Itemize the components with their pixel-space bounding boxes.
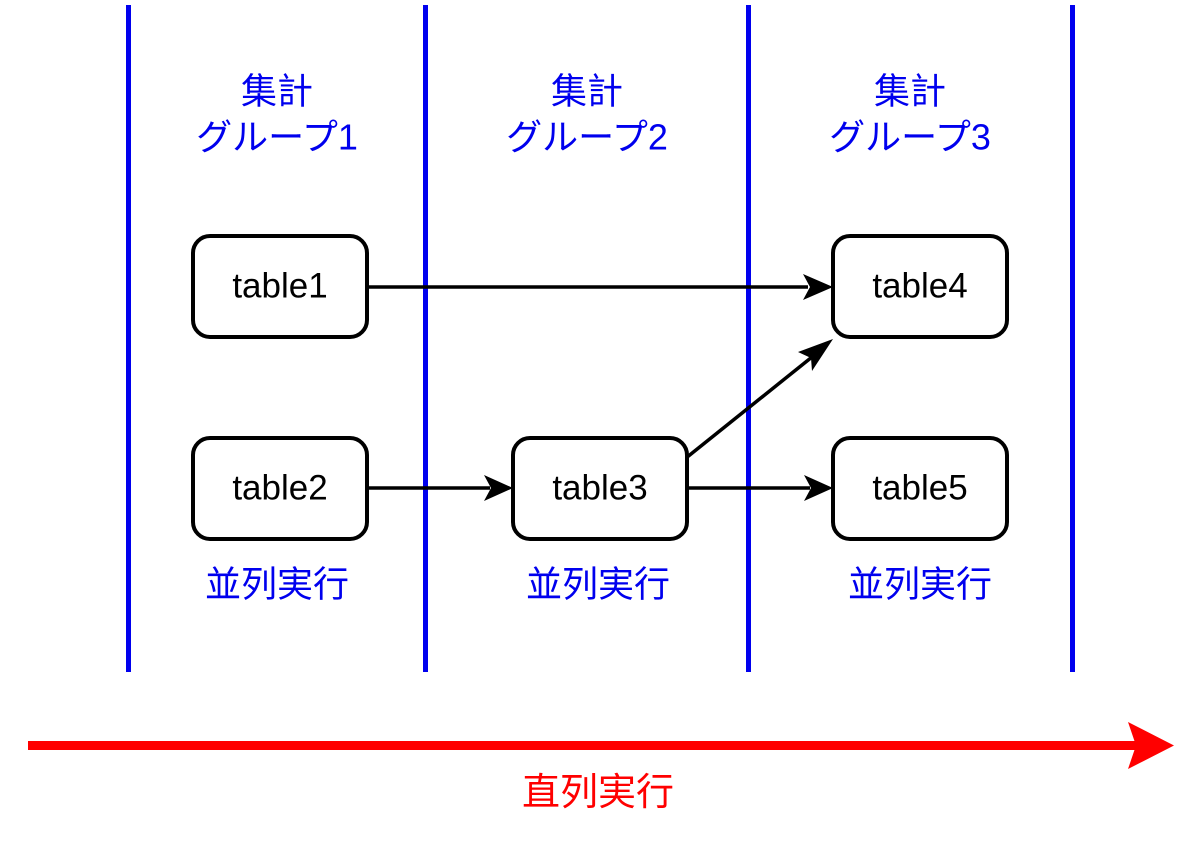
group-title-3-line2: グループ3 (829, 117, 991, 158)
group-title-1-line2: グループ1 (196, 117, 358, 158)
node-table5-label: table5 (872, 468, 967, 507)
node-table1-box (191, 234, 369, 339)
group-title-2-line1: 集計 (551, 71, 623, 112)
node-table3-label: table3 (552, 468, 647, 507)
edge-table2-table3-arrowhead (484, 475, 513, 501)
group-footer-2: 並列実行 (526, 564, 670, 605)
group-footer-3: 並列実行 (848, 564, 992, 605)
node-table4-box (831, 234, 1009, 339)
edge-table3-table5-arrowhead (804, 475, 833, 501)
node-table4-label: table4 (872, 266, 967, 305)
serial-execution-label: 直列実行 (522, 772, 674, 814)
group-footer-1: 並列実行 (205, 564, 349, 605)
serial-arrow-head (1128, 722, 1174, 769)
edge-table1-table4-arrowhead (803, 274, 833, 300)
serial-execution-arrow (28, 722, 1174, 769)
node-table3-box (511, 436, 689, 541)
edge-table3-table4-line (684, 355, 814, 460)
node-table1-label: table1 (232, 266, 327, 305)
group-title-2-line2: グループ2 (506, 117, 668, 158)
node-table2-box (191, 436, 369, 541)
node-table3[interactable]: table3 (511, 436, 689, 541)
node-table5[interactable]: table5 (831, 436, 1009, 541)
group-title-1-line1: 集計 (241, 71, 313, 112)
node-table2-label: table2 (232, 468, 327, 507)
node-table5-box (831, 436, 1009, 541)
edge-table3-table4-arrowhead (798, 339, 833, 371)
node-table4[interactable]: table4 (831, 234, 1009, 339)
node-table2[interactable]: table2 (191, 436, 369, 541)
group-title-3-line1: 集計 (874, 71, 946, 112)
node-table1[interactable]: table1 (191, 234, 369, 339)
